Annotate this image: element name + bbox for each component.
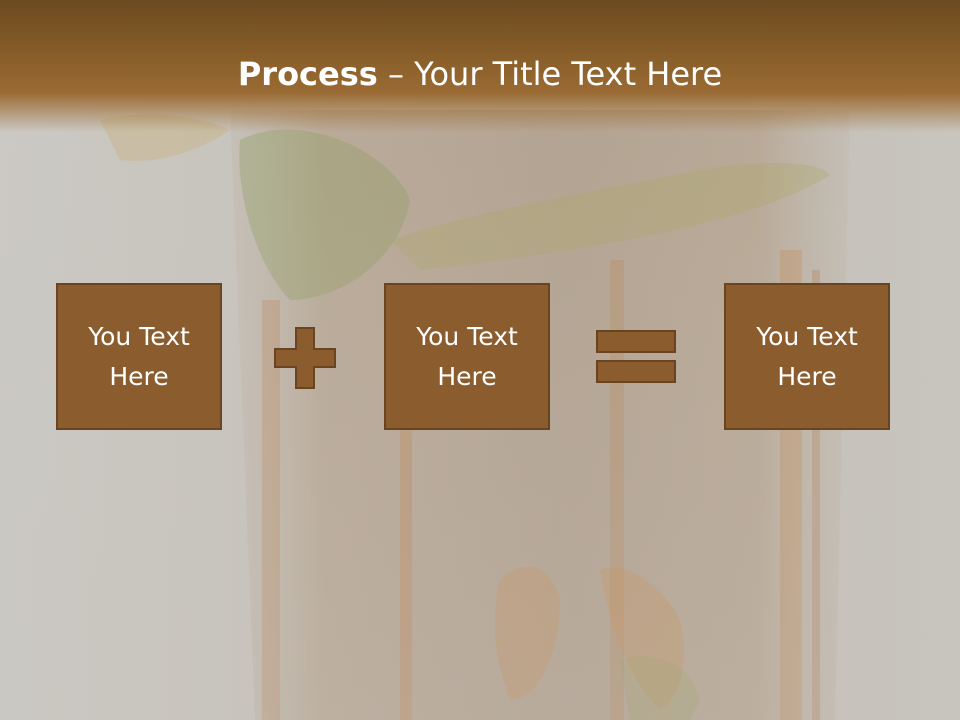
process-box-1-text: You Text Here — [88, 321, 190, 391]
equals-icon — [596, 330, 676, 383]
process-box-3: You Text Here — [724, 283, 890, 430]
title-text: – Your Title Text Here — [377, 55, 723, 93]
process-box-2-text: You Text Here — [416, 321, 518, 391]
slide-title: Process – Your Title Text Here — [0, 52, 960, 96]
process-box-2: You Text Here — [384, 283, 550, 430]
process-box-1: You Text Here — [56, 283, 222, 430]
title-bold: Process — [237, 55, 378, 93]
title-bar — [0, 0, 960, 132]
process-box-3-text: You Text Here — [756, 321, 858, 391]
plus-icon — [274, 327, 336, 389]
